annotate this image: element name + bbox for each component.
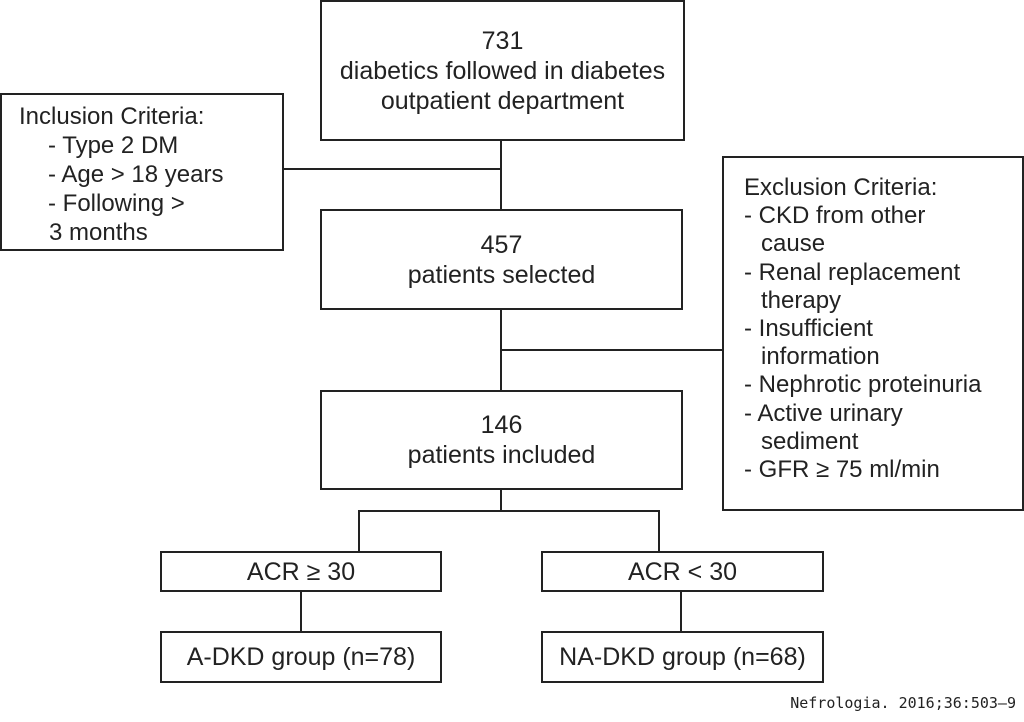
selected-count: 457 bbox=[480, 230, 523, 259]
exclusion-title: Exclusion Criteria: bbox=[744, 174, 938, 201]
selected-box: 457 patients selected bbox=[320, 209, 683, 310]
connector-top-to-selected bbox=[500, 140, 502, 210]
citation-footer: Nefrologia. 2016;36:503–9 bbox=[790, 694, 1016, 712]
inclusion-item: - Age > 18 years bbox=[48, 161, 224, 188]
left-criterion-label: ACR ≥ 30 bbox=[246, 557, 356, 586]
exclusion-criteria-box: Exclusion Criteria: - CKD from other cau… bbox=[722, 156, 1024, 511]
top-count: 731 bbox=[481, 26, 524, 55]
exclusion-line: - Insufficient bbox=[744, 315, 873, 343]
connector-split-right bbox=[658, 510, 660, 552]
top-line2: outpatient department bbox=[380, 86, 625, 115]
right-criterion-box: ACR < 30 bbox=[541, 551, 824, 592]
connector-inclusion bbox=[282, 168, 502, 170]
exclusion-line: - CKD from other bbox=[744, 202, 926, 230]
exclusion-line: cause bbox=[761, 230, 826, 258]
connector-split-left bbox=[358, 510, 360, 552]
top-line1: diabetics followed in diabetes bbox=[339, 56, 666, 85]
inclusion-title: Inclusion Criteria: bbox=[19, 103, 205, 130]
right-group-label: NA-DKD group (n=68) bbox=[559, 643, 806, 671]
exclusion-line: - Active urinary bbox=[744, 399, 903, 427]
exclusion-line: - GFR ≥ 75 ml/min bbox=[744, 456, 940, 484]
exclusion-line: information bbox=[761, 343, 880, 371]
top-box: 731 diabetics followed in diabetes outpa… bbox=[320, 0, 685, 141]
exclusion-line: sediment bbox=[761, 427, 859, 455]
connector-left-criterion-to-group bbox=[300, 590, 302, 632]
inclusion-item: - Following > bbox=[48, 190, 185, 217]
left-group-box: A-DKD group (n=78) bbox=[160, 631, 442, 683]
included-label: patients included bbox=[407, 441, 596, 469]
exclusion-line: therapy bbox=[761, 286, 842, 314]
exclusion-line: - Renal replacement bbox=[744, 258, 961, 286]
inclusion-list: - Type 2 DM - Age > 18 years - Following… bbox=[19, 131, 282, 218]
included-box: 146 patients included bbox=[320, 390, 683, 490]
right-criterion-label: ACR < 30 bbox=[627, 557, 738, 586]
left-group-label: A-DKD group (n=78) bbox=[186, 643, 416, 671]
connector-included-down bbox=[500, 488, 502, 512]
inclusion-criteria-box: Inclusion Criteria: - Type 2 DM - Age > … bbox=[0, 93, 284, 251]
connector-right-criterion-to-group bbox=[680, 590, 682, 632]
selected-label: patients selected bbox=[407, 260, 596, 289]
connector-split bbox=[358, 510, 660, 512]
exclusion-line: - Nephrotic proteinuria bbox=[744, 371, 982, 399]
included-count: 146 bbox=[480, 411, 523, 439]
left-criterion-box: ACR ≥ 30 bbox=[160, 551, 442, 592]
inclusion-continuation: 3 months bbox=[49, 219, 148, 246]
right-group-box: NA-DKD group (n=68) bbox=[541, 631, 824, 683]
inclusion-item: - Type 2 DM bbox=[48, 132, 179, 159]
connector-exclusion bbox=[500, 349, 724, 351]
